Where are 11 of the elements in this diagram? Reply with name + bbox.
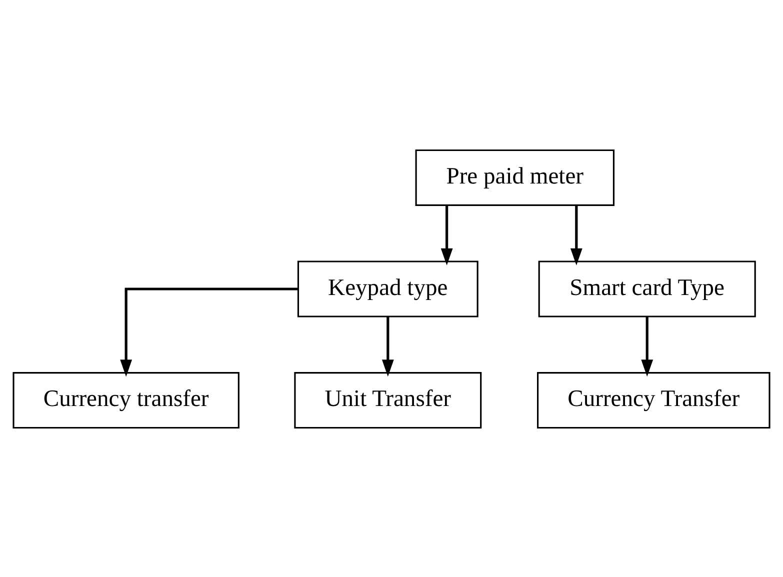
node-box: Smart card Type xyxy=(538,260,756,317)
node-box: Currency transfer xyxy=(12,372,240,428)
node-box: Currency Transfer xyxy=(537,372,770,428)
arrow xyxy=(382,316,394,376)
arrow xyxy=(440,204,453,265)
arrow xyxy=(570,204,582,265)
node-box: Unit Transfer xyxy=(294,372,482,428)
arrow xyxy=(641,316,654,376)
arrow xyxy=(120,287,298,376)
node-box: Keypad type xyxy=(297,260,478,317)
node-box: Pre paid meter xyxy=(415,148,614,206)
